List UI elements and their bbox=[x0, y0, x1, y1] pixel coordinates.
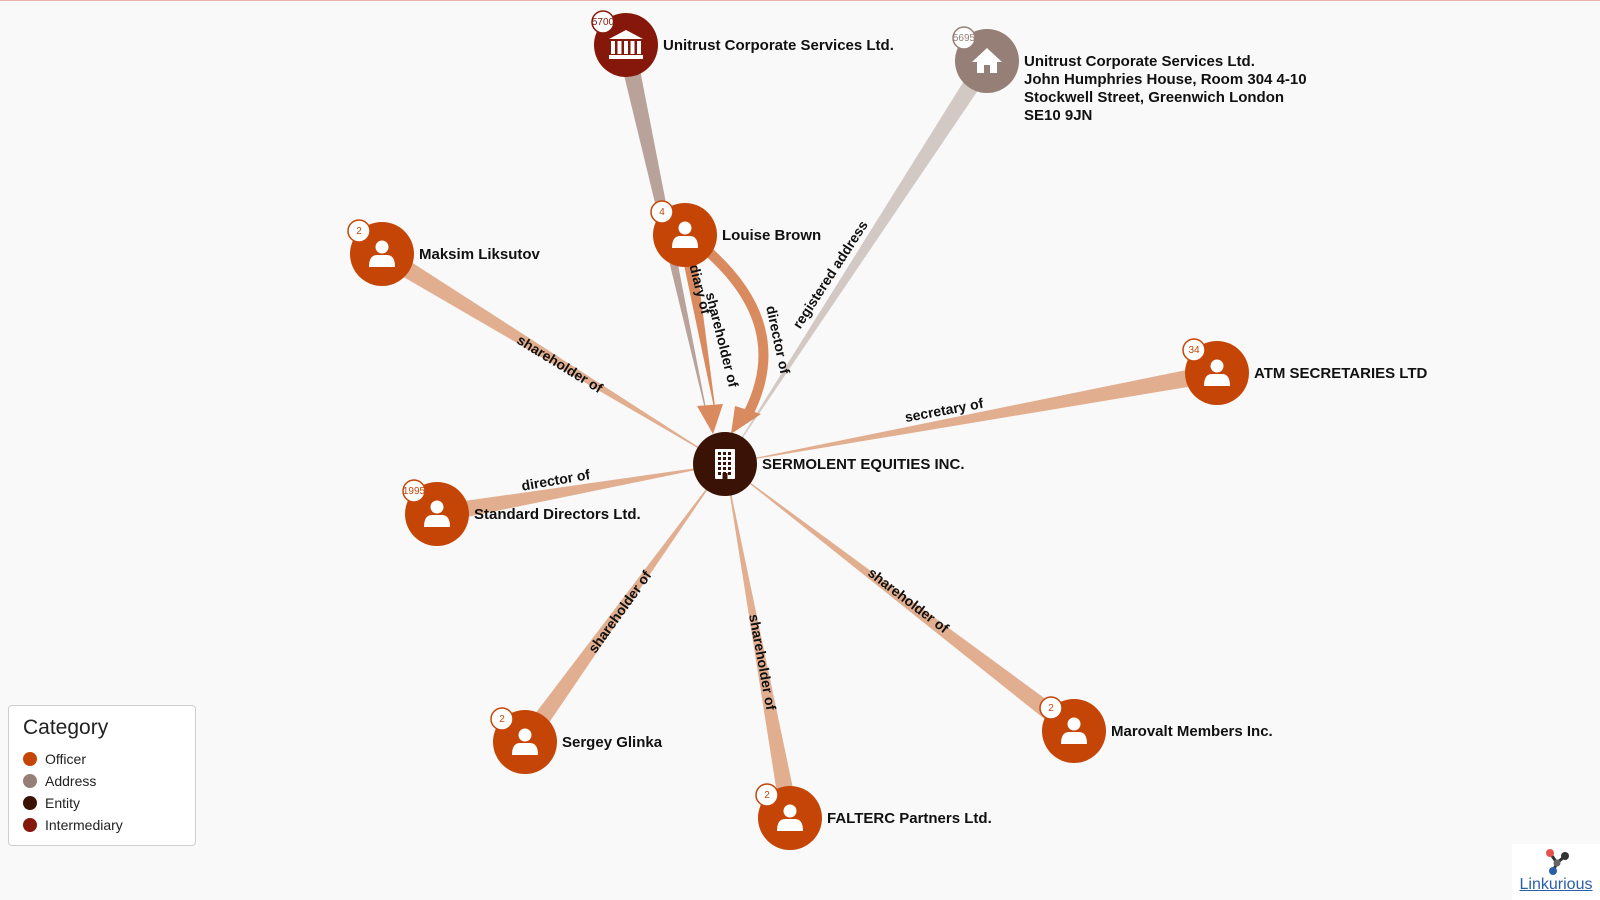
degree-badge: 5695 bbox=[952, 26, 976, 50]
node-label-line: Unitrust Corporate Services Ltd. bbox=[1024, 53, 1255, 70]
node-label-line: Stockwell Street, Greenwich London bbox=[1024, 89, 1284, 106]
legend-title: Category bbox=[23, 716, 109, 739]
edge-marovalt-shareholder-of[interactable] bbox=[725, 464, 1080, 739]
badge-count: 5700 bbox=[592, 17, 615, 28]
legend-label: Address bbox=[45, 773, 97, 789]
badge-count: 2 bbox=[356, 226, 362, 237]
edge-falterc-shareholder-of[interactable] bbox=[725, 464, 799, 820]
node-label: FALTERC Partners Ltd. bbox=[827, 810, 992, 827]
badge-count: 4 bbox=[659, 207, 665, 218]
person-icon bbox=[512, 728, 538, 755]
edge-standard-director-of[interactable] bbox=[435, 464, 725, 523]
node-label: Louise Brown bbox=[722, 227, 821, 244]
edge-label: shareholder of bbox=[585, 567, 655, 656]
edges-layer bbox=[377, 43, 1219, 820]
node-sermolent[interactable]: SERMOLENT EQUITIES INC. bbox=[693, 432, 965, 496]
edge-label: shareholder of bbox=[865, 564, 952, 636]
node-label: Standard Directors Ltd. bbox=[474, 506, 641, 523]
edge-unitrust-addr-registered-address[interactable] bbox=[725, 56, 995, 464]
person-icon bbox=[1204, 359, 1230, 386]
top-border bbox=[0, 0, 1600, 1]
node-label: ATM SECRETARIES LTD bbox=[1254, 365, 1427, 382]
badge-count: 2 bbox=[1048, 703, 1054, 714]
category-legend: Category Officer Address Entity Intermed… bbox=[8, 705, 196, 846]
edge-arrow-icon bbox=[731, 406, 761, 434]
person-icon bbox=[369, 240, 395, 267]
node-label-line: John Humphries House, Room 304 4-10 bbox=[1024, 71, 1307, 88]
node-label: Marovalt Members Inc. bbox=[1111, 723, 1273, 740]
node-label: Maksim Liksutov bbox=[419, 246, 541, 263]
legend-item-officer: Officer bbox=[23, 748, 181, 770]
badge-count: 34 bbox=[1188, 345, 1200, 356]
degree-badge: 2 bbox=[347, 219, 371, 243]
entity-dot-icon bbox=[23, 796, 37, 810]
linkurious-brand[interactable]: Linkurious bbox=[1512, 844, 1600, 900]
badge-count: 1995 bbox=[403, 486, 426, 497]
node-label-line: SE10 9JN bbox=[1024, 107, 1092, 124]
building-icon bbox=[715, 449, 735, 479]
person-icon bbox=[672, 221, 698, 248]
degree-badge: 4 bbox=[650, 200, 674, 224]
person-icon bbox=[424, 500, 450, 527]
linkurious-logo-icon bbox=[1546, 849, 1569, 875]
legend-label: Entity bbox=[45, 795, 81, 811]
degree-badge: 2 bbox=[490, 707, 514, 731]
edge-louise-director-of[interactable] bbox=[698, 242, 769, 421]
legend-label: Officer bbox=[45, 751, 86, 767]
edge-sergey-shareholder-of[interactable] bbox=[517, 464, 725, 748]
degree-badge: 1995 bbox=[402, 479, 426, 503]
legend-item-entity: Entity bbox=[23, 792, 181, 814]
degree-badge: 2 bbox=[755, 783, 779, 807]
edge-atm-secretary-of[interactable] bbox=[725, 364, 1219, 464]
edge-label: shareholder of bbox=[746, 613, 779, 712]
officer-dot-icon bbox=[23, 752, 37, 766]
node-label: Unitrust Corporate Services Ltd. bbox=[663, 37, 894, 54]
badge-count: 5695 bbox=[953, 33, 976, 44]
edge-arrow-icon bbox=[697, 404, 723, 434]
edge-louise-shareholder-of[interactable] bbox=[680, 243, 717, 422]
badge-count: 2 bbox=[499, 714, 505, 725]
person-icon bbox=[777, 804, 803, 831]
node-label: Sergey Glinka bbox=[562, 734, 663, 751]
legend-item-address: Address bbox=[23, 770, 181, 792]
person-icon bbox=[1061, 717, 1087, 744]
legend-label: Intermediary bbox=[45, 817, 123, 833]
address-dot-icon bbox=[23, 774, 37, 788]
degree-badge: 34 bbox=[1182, 338, 1206, 362]
edge-maksim-shareholder-of[interactable] bbox=[377, 246, 725, 464]
node-label: SERMOLENT EQUITIES INC. bbox=[762, 456, 965, 473]
degree-badge: 2 bbox=[1039, 696, 1063, 720]
house-icon bbox=[972, 48, 1002, 73]
bank-icon bbox=[609, 30, 643, 59]
linkurious-link[interactable]: Linkurious bbox=[1519, 876, 1593, 893]
degree-badge: 5700 bbox=[591, 10, 615, 34]
edge-label: shareholder of bbox=[514, 332, 606, 397]
badge-count: 2 bbox=[764, 790, 770, 801]
legend-item-intermediary: Intermediary bbox=[23, 814, 181, 836]
intermediary-dot-icon bbox=[23, 818, 37, 832]
